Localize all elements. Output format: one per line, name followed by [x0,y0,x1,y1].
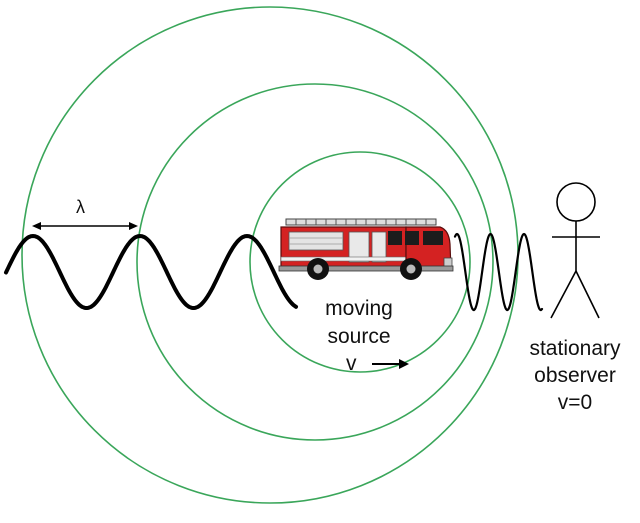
wavelength-label: λ [76,197,85,217]
observer-label-line1: stationary [529,337,621,360]
arrow-right-icon [372,359,409,369]
observer-label-line2: observer [534,364,616,387]
wavefront-inner [249,151,471,373]
wavelength-marker: λ [32,197,138,230]
velocity-label: v [346,352,357,375]
stretched-wave [4,233,298,310]
moving-source-label-line2: source [327,325,390,348]
wavelength-arrowhead-left [32,222,41,230]
fire-truck-icon [278,218,454,280]
wavefront-middle [136,83,494,441]
moving-source-label-line1: moving [325,297,393,320]
observer-label-line3: v=0 [558,391,592,414]
compressed-wave [453,232,544,312]
stick-figure-icon [550,182,600,319]
wavelength-arrowhead-right [129,222,138,230]
